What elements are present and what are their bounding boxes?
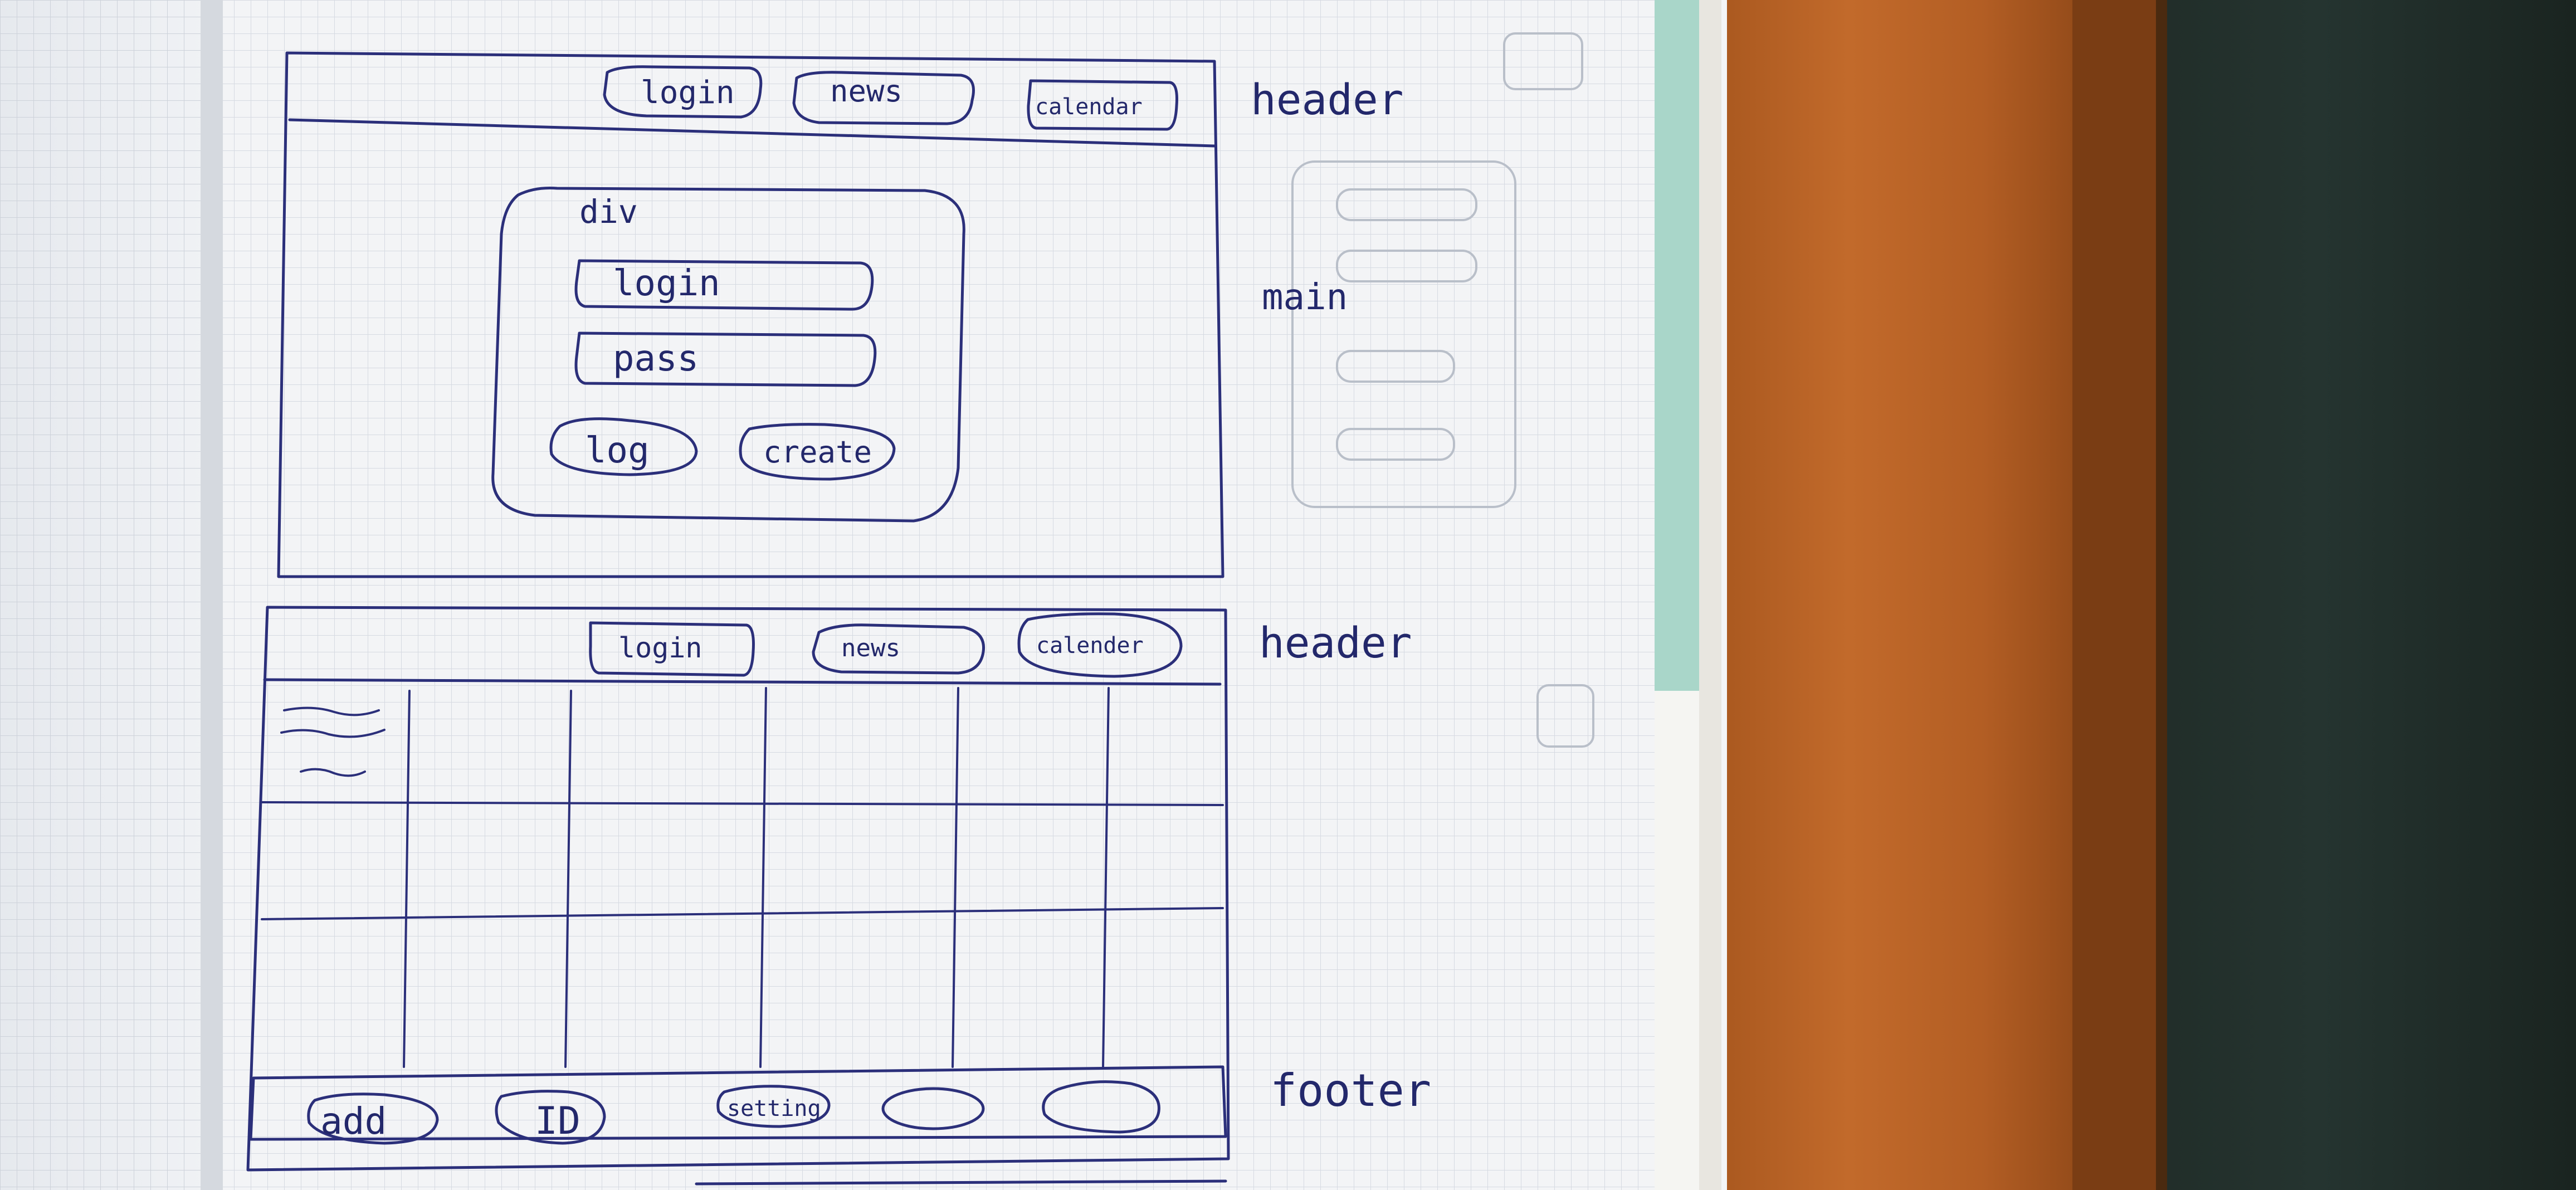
- footer-blank-button-2[interactable]: [1042, 1080, 1160, 1134]
- bottom-frame: [246, 606, 1230, 1172]
- footer-annotation: footer: [1270, 1065, 1431, 1116]
- bottom-nav-login-button[interactable]: [589, 621, 755, 677]
- add-button[interactable]: [307, 1093, 439, 1145]
- top-header-annotation: header: [1251, 75, 1404, 124]
- password-input-text: pass: [613, 338, 699, 379]
- bottom-nav-news-label: news: [841, 634, 900, 662]
- setting-button[interactable]: [716, 1085, 831, 1128]
- top-nav-calendar-label: calendar: [1035, 94, 1143, 120]
- setting-button-label: setting: [727, 1096, 821, 1121]
- login-input-text: login: [613, 263, 720, 304]
- password-input[interactable]: [574, 331, 877, 387]
- bottom-nav-calender-button[interactable]: [1017, 612, 1183, 678]
- bottom-header-annotation: header: [1259, 618, 1412, 667]
- footer-bar: [249, 1065, 1227, 1141]
- bottom-nav-calender-label: calender: [1036, 633, 1144, 659]
- bottom-header-divider: [263, 678, 1222, 686]
- top-header-divider: [288, 118, 1216, 148]
- bottom-nav-login-label: login: [618, 632, 702, 664]
- notebook-cover-edge: [1655, 0, 1699, 691]
- bottom-nav-news-button[interactable]: [812, 623, 985, 675]
- id-button[interactable]: [495, 1090, 606, 1145]
- add-button-label: add: [320, 1100, 387, 1143]
- footer-blank-button-1[interactable]: [881, 1087, 985, 1130]
- page-heading-fragment: ~~~~~: [301, 0, 418, 15]
- bottom-nav: login news calender: [589, 612, 1183, 678]
- data-table-grid[interactable]: [261, 687, 1224, 1068]
- faint-show-through-sketch: [1291, 160, 1516, 508]
- log-button-label: log: [585, 430, 650, 471]
- login-panel: div login pass log create: [491, 187, 965, 523]
- top-nav-login-button[interactable]: [603, 65, 763, 119]
- footer-buttons: add ID setting: [307, 1080, 1160, 1145]
- id-button-label: ID: [535, 1099, 580, 1143]
- main-annotation: main: [1262, 277, 1348, 318]
- bottom-wireframe: login news calender add ID setting: [246, 606, 1431, 1172]
- log-button[interactable]: [549, 417, 698, 476]
- page-spine-shadow: [201, 0, 223, 1190]
- create-button[interactable]: [739, 423, 896, 481]
- next-sketch-edge: [695, 1179, 1227, 1186]
- top-wireframe: login news calendar div login pass log c…: [277, 51, 1404, 578]
- login-panel-frame: [491, 187, 965, 523]
- top-nav-calendar-button[interactable]: [1027, 79, 1178, 131]
- create-button-label: create: [763, 435, 872, 470]
- top-nav-news-label: news: [830, 74, 902, 109]
- wood-edge: [2072, 0, 2156, 1190]
- top-frame: [277, 51, 1224, 578]
- top-nav-login-label: login: [641, 75, 735, 111]
- login-panel-title: div: [579, 193, 638, 231]
- top-nav-news-button[interactable]: [792, 71, 975, 125]
- login-input[interactable]: [574, 259, 874, 311]
- wooden-table: [1716, 0, 2095, 1190]
- top-nav: login news calendar: [603, 65, 1178, 131]
